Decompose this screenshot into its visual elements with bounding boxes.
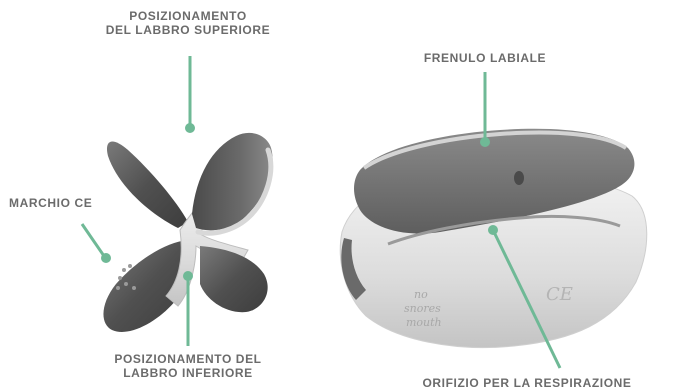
top-bar xyxy=(354,128,635,234)
upper-right-wing xyxy=(192,132,273,231)
upper-left-wing xyxy=(106,141,188,228)
lower-lip-position-label: POSIZIONAMENTO DEL LABBRO INFERIORE xyxy=(78,352,298,380)
device-flat-view xyxy=(103,132,274,332)
device-ce-mark: CE xyxy=(546,284,573,305)
upper-lip-label-line1: POSIZIONAMENTO xyxy=(129,9,247,23)
device-perspective-view: no snores mouth CE xyxy=(339,128,648,349)
ce-mark-dots xyxy=(116,264,136,290)
upper-lip-position-label: POSIZIONAMENTO DEL LABBRO SUPERIORE xyxy=(78,9,298,37)
inner-curve xyxy=(387,214,621,246)
upper-lip-leader-dot xyxy=(185,123,195,133)
ce-leader-dot xyxy=(101,253,111,263)
breathing-hole-label: ORIFIZIO PER LA RESPIRAZIONE xyxy=(422,376,632,390)
leader-lines xyxy=(80,56,562,369)
upper-rim xyxy=(362,130,628,170)
lower-left-flap xyxy=(103,240,190,332)
side-edge xyxy=(341,238,366,300)
upper-lip-label-line2: DEL LABBRO SUPERIORE xyxy=(105,23,271,37)
frenulum-notch xyxy=(514,171,524,185)
device-text-mouth: mouth xyxy=(406,316,442,329)
lower-lip-label-line1: POSIZIONAMENTO DEL xyxy=(114,352,262,366)
ce-mark-label: MARCHIO CE xyxy=(9,196,93,210)
lower-lip-label-line2: LABBRO INFERIORE xyxy=(123,366,253,380)
orifizio-leader xyxy=(492,231,562,369)
frenulo-label: FRENULO LABIALE xyxy=(423,51,547,65)
ce-leader xyxy=(80,223,106,257)
device-text-snores: snores xyxy=(404,302,441,315)
orifizio-leader-dot xyxy=(488,225,498,235)
lower-lip-leader-dot xyxy=(183,271,193,281)
device-text-no: no xyxy=(414,288,428,301)
lower-right-wing xyxy=(200,246,268,313)
upper-right-rim xyxy=(195,147,274,236)
frenulo-leader-dot xyxy=(480,137,490,147)
